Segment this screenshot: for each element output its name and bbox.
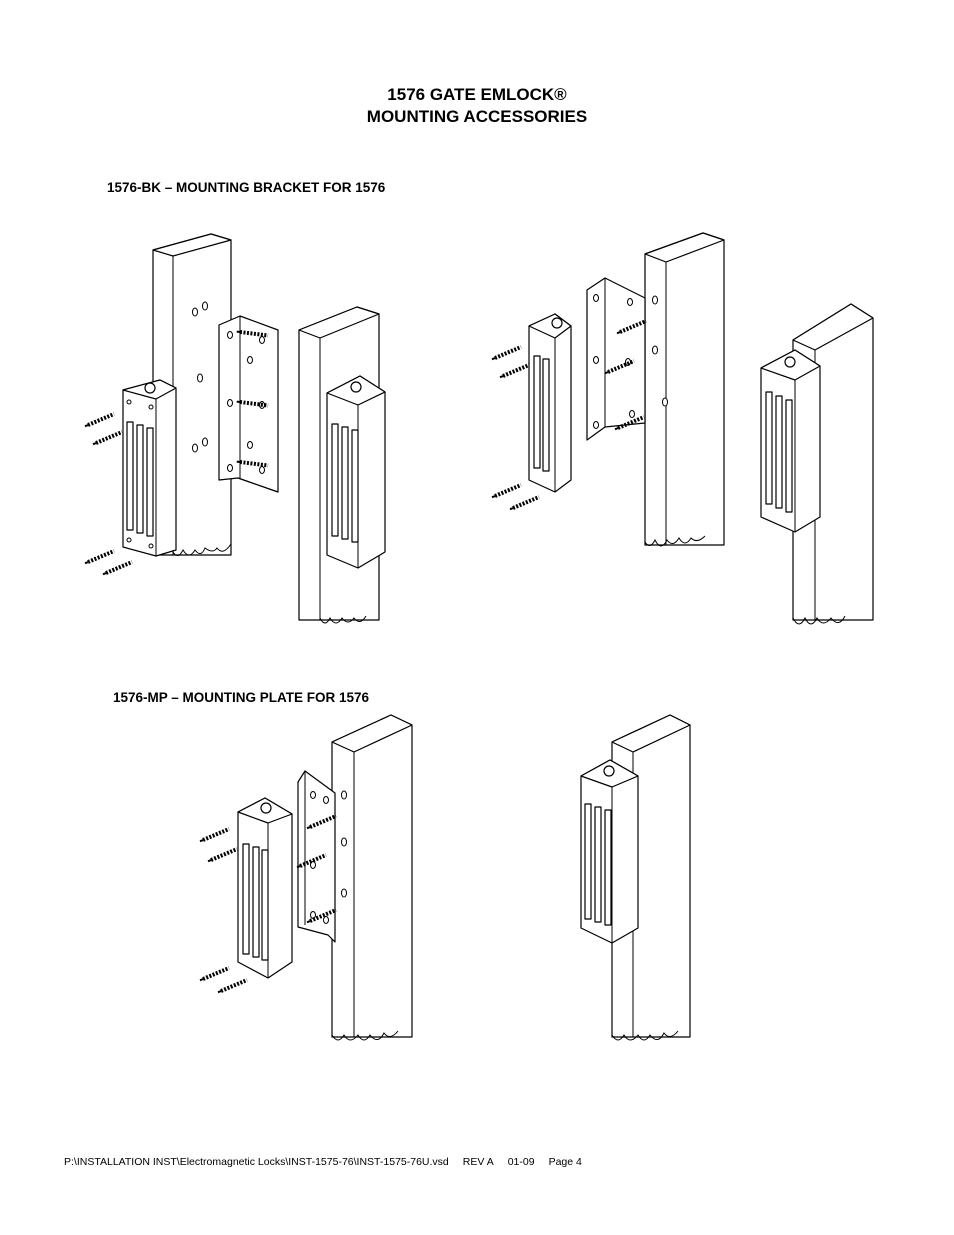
title-line-1: 1576 GATE EMLOCK®	[387, 85, 567, 104]
gate-post	[331, 714, 413, 1041]
gate-post	[644, 232, 725, 547]
bracket-assembly-alternate	[490, 232, 874, 625]
emlock-magnet	[528, 313, 572, 493]
footer-path: P:\INSTALLATION INST\Electromagnetic Loc…	[64, 1156, 449, 1168]
mounting-plate	[295, 770, 338, 943]
footer-date: 01-09	[507, 1156, 535, 1168]
emlock-magnet	[122, 379, 177, 557]
section-heading-plate: 1576-MP – MOUNTING PLATE FOR 1576	[113, 690, 370, 705]
mounting-bracket	[218, 315, 279, 493]
page-title: 1576 GATE EMLOCK® MOUNTING ACCESSORIES	[0, 84, 954, 128]
footer-rev: REV A	[462, 1156, 494, 1168]
emlock-magnet	[237, 797, 293, 979]
bracket-assembly-exploded	[83, 233, 386, 624]
gate-post-mounted	[760, 303, 874, 625]
footer-page: Page 4	[548, 1156, 582, 1168]
title-line-2: MOUNTING ACCESSORIES	[366, 107, 588, 126]
mounting-bracket	[586, 277, 648, 441]
section-heading-bracket: 1576-BK – MOUNTING BRACKET FOR 1576	[107, 180, 386, 195]
emlock-magnet	[580, 759, 639, 944]
plate-assembly-mounted	[580, 714, 691, 1041]
page-footer: P:\INSTALLATION INST\Electromagnetic Loc…	[64, 1156, 596, 1168]
plate-assembly-exploded	[198, 714, 413, 1041]
gate-post-mounted	[298, 306, 386, 624]
